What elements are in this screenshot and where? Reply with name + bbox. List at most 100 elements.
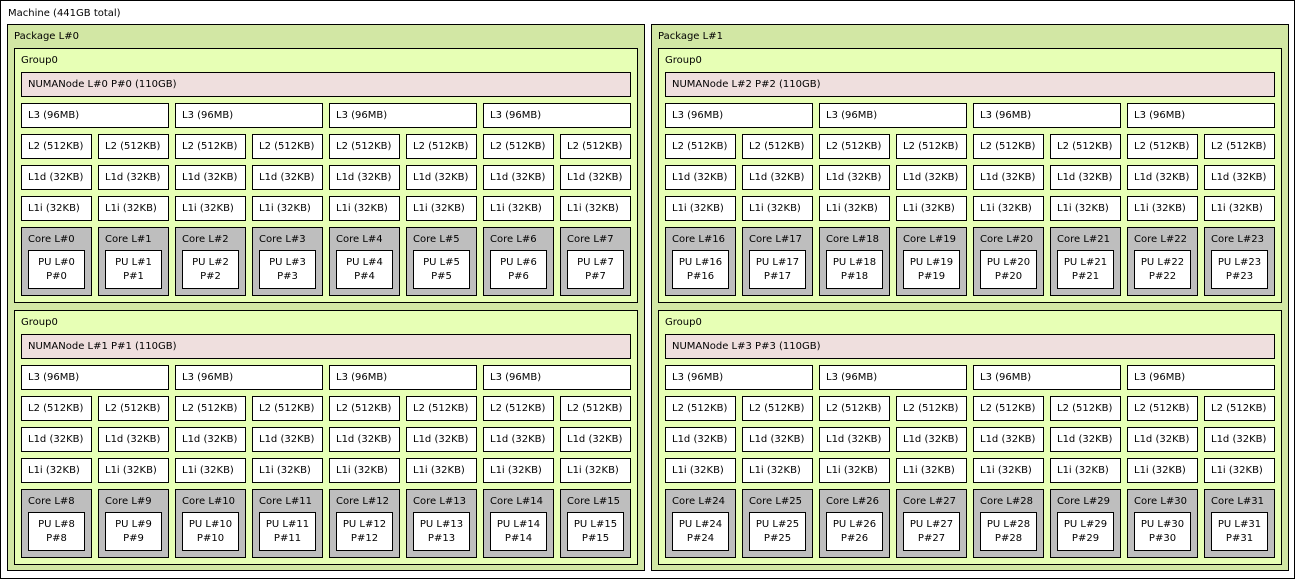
l3-cache-box: [819, 365, 967, 390]
l1i-cache-box: [896, 196, 967, 221]
numa-node-box: [665, 334, 1275, 359]
l1i-cache-box: [98, 196, 169, 221]
group-label: Group0: [665, 317, 702, 328]
l3-cache-box: [665, 103, 813, 128]
pu-logical-label: PU L#26: [832, 519, 877, 530]
l1d-cache-label: L1d (32KB): [903, 434, 959, 445]
pu-physical-label: P#5: [431, 271, 452, 282]
l1i-cache-box: [560, 196, 631, 221]
l1d-cache-label: L1d (32KB): [826, 434, 882, 445]
l1i-cache-box: [175, 196, 246, 221]
l1i-cache-label: L1i (32KB): [182, 465, 234, 476]
l1d-cache-box: [1050, 165, 1121, 190]
pu-logical-label: PU L#11: [265, 519, 310, 530]
l2-cache-label: L2 (512KB): [1134, 141, 1190, 152]
core-label: Core L#18: [826, 234, 879, 245]
l1i-cache-label: L1i (32KB): [1134, 203, 1186, 214]
l2-cache-box: [1050, 134, 1121, 159]
l2-cache-label: L2 (512KB): [105, 403, 161, 414]
core-label: Core L#22: [1134, 234, 1187, 245]
l1d-cache-label: L1d (32KB): [490, 172, 546, 183]
l1d-cache-box: [483, 427, 554, 452]
l3-cache-label: L3 (96MB): [1134, 372, 1186, 383]
l1d-cache-label: L1d (32KB): [490, 434, 546, 445]
pu-logical-label: PU L#3: [269, 257, 306, 268]
l3-cache-label: L3 (96MB): [1134, 110, 1186, 121]
l1i-cache-box: [819, 196, 890, 221]
l2-cache-box: [742, 134, 813, 159]
l2-cache-label: L2 (512KB): [336, 403, 392, 414]
l1d-cache-box: [175, 427, 246, 452]
l1i-cache-box: [1127, 458, 1198, 483]
l1d-cache-label: L1d (32KB): [1134, 434, 1190, 445]
l1i-cache-box: [973, 196, 1044, 221]
l2-cache-box: [665, 134, 736, 159]
l2-cache-label: L2 (512KB): [182, 403, 238, 414]
l1i-cache-box: [973, 458, 1044, 483]
l1d-cache-label: L1d (32KB): [1211, 172, 1267, 183]
l1d-cache-box: [1127, 427, 1198, 452]
l1i-cache-label: L1i (32KB): [1134, 465, 1186, 476]
l2-cache-box: [560, 134, 631, 159]
l1i-cache-box: [560, 458, 631, 483]
core-label: Core L#12: [336, 496, 389, 507]
l2-cache-box: [1050, 396, 1121, 421]
l1d-cache-label: L1d (32KB): [903, 172, 959, 183]
pu-physical-label: P#13: [427, 533, 456, 544]
l2-cache-box: [742, 396, 813, 421]
numa-node-box: [21, 334, 631, 359]
l2-cache-box: [175, 134, 246, 159]
l1d-cache-box: [98, 427, 169, 452]
l2-cache-box: [1204, 134, 1275, 159]
group-label: Group0: [21, 317, 58, 328]
l2-cache-label: L2 (512KB): [1211, 141, 1267, 152]
l2-cache-box: [406, 134, 477, 159]
l2-cache-label: L2 (512KB): [980, 141, 1036, 152]
l2-cache-box: [329, 396, 400, 421]
core-label: Core L#6: [490, 234, 537, 245]
l1d-cache-box: [483, 165, 554, 190]
l1i-cache-label: L1i (32KB): [105, 465, 157, 476]
machine-label: Machine (441GB total): [8, 8, 121, 19]
l1d-cache-box: [560, 427, 631, 452]
l3-cache-label: L3 (96MB): [490, 110, 542, 121]
core-label: Core L#24: [672, 496, 725, 507]
l1d-cache-label: L1d (32KB): [980, 434, 1036, 445]
core-label: Core L#13: [413, 496, 466, 507]
l3-cache-box: [1127, 365, 1275, 390]
pu-physical-label: P#24: [686, 533, 715, 544]
l1i-cache-box: [819, 458, 890, 483]
pu-logical-label: PU L#19: [909, 257, 954, 268]
l1i-cache-box: [329, 196, 400, 221]
l1d-cache-box: [560, 165, 631, 190]
l1d-cache-box: [329, 165, 400, 190]
l1d-cache-label: L1d (32KB): [826, 172, 882, 183]
pu-logical-label: PU L#18: [832, 257, 877, 268]
core-label: Core L#19: [903, 234, 956, 245]
pu-physical-label: P#20: [994, 271, 1023, 282]
pu-logical-label: PU L#5: [423, 257, 460, 268]
l1i-cache-label: L1i (32KB): [336, 203, 388, 214]
l2-cache-label: L2 (512KB): [1057, 403, 1113, 414]
l2-cache-box: [175, 396, 246, 421]
l1i-cache-box: [483, 196, 554, 221]
pu-logical-label: PU L#21: [1063, 257, 1108, 268]
l2-cache-label: L2 (512KB): [259, 141, 315, 152]
l1d-cache-box: [896, 427, 967, 452]
l2-cache-box: [560, 396, 631, 421]
l1i-cache-box: [1204, 196, 1275, 221]
l1i-cache-label: L1i (32KB): [413, 203, 465, 214]
l1d-cache-box: [252, 165, 323, 190]
